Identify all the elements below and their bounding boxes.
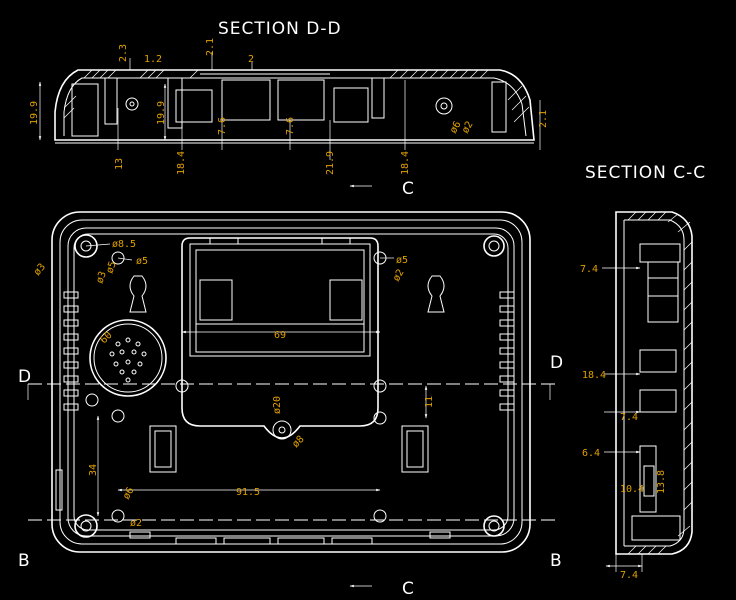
front-dim-phi20: ø20 [272, 396, 283, 414]
front-dim-phi2a: ø2 [391, 268, 407, 284]
dd-dim-phi6: ø6 [448, 120, 464, 136]
dd-dim-21-9: 21.9 [325, 151, 336, 175]
section-d-label-left: D [18, 367, 31, 387]
dd-dim-phi2: ø2 [460, 120, 476, 136]
dd-dim-2-1b: 2.1 [538, 110, 549, 128]
front-view [27, 211, 560, 553]
cc-dim-18-4: 18.4 [582, 370, 606, 381]
section-dd-view [38, 52, 541, 160]
dd-dim-2: 2 [248, 54, 254, 65]
section-c-label-bottom: C [402, 579, 414, 599]
front-dim-phi3b: ø3 [94, 270, 108, 285]
section-dd-title: SECTION D-D [218, 19, 342, 39]
cc-dim-7-4a: 7.4 [580, 264, 598, 275]
cc-dim-7-4c: 7.4 [620, 570, 638, 581]
section-b-label-right: B [550, 551, 562, 571]
front-dim-phi5a: ø5 [104, 260, 118, 275]
dd-dim-19-9a: 19.9 [29, 101, 40, 125]
cc-dim-7-4b: 7.4 [620, 412, 638, 423]
section-b-label-left: B [18, 551, 30, 571]
section-c-label-top: C [402, 179, 414, 199]
cc-dim-10-4: 10.4 [620, 484, 644, 495]
front-dim-11: 11 [424, 396, 435, 408]
dd-dim-19-9b: 19.9 [156, 101, 167, 125]
right-vents [499, 291, 515, 411]
front-dim-91-5: 91.5 [236, 487, 260, 498]
cc-hatch [627, 211, 693, 555]
front-dim-phi2b: ø2 [130, 518, 142, 529]
front-dim-phi6: ø6 [121, 486, 137, 502]
speaker-holes [109, 337, 147, 383]
cc-dim-6-4: 6.4 [582, 448, 600, 459]
dd-dim-18-4a: 18.4 [176, 151, 187, 175]
front-dim-phi5c: ø5 [396, 255, 408, 266]
front-dim-phi8: ø8 [290, 434, 306, 450]
left-vents [63, 291, 79, 411]
dd-hatch [63, 69, 530, 123]
front-dim-34: 34 [88, 464, 99, 476]
front-dim-phi3: ø3 [32, 262, 48, 278]
front-dim-phi5b: ø5 [136, 256, 148, 267]
section-cc-title: SECTION C-C [585, 163, 706, 183]
dd-dim-2-3: 2.3 [118, 44, 129, 62]
section-d-label-right: D [550, 353, 563, 373]
dd-dim-2-1a: 2.1 [205, 38, 216, 56]
front-dim-69: 69 [274, 330, 286, 341]
dd-dim-13: 13 [114, 158, 125, 170]
dd-dim-7-6b: 7.6 [285, 117, 296, 135]
section-cc-view [602, 211, 693, 572]
dd-dim-18-4b: 18.4 [400, 151, 411, 175]
front-dim-phi8-5: ø8.5 [112, 239, 136, 250]
dd-dim-1-2: 1.2 [144, 54, 162, 65]
cc-dim-13-8: 13.8 [656, 470, 667, 494]
dd-dim-7-6a: 7.6 [217, 117, 228, 135]
